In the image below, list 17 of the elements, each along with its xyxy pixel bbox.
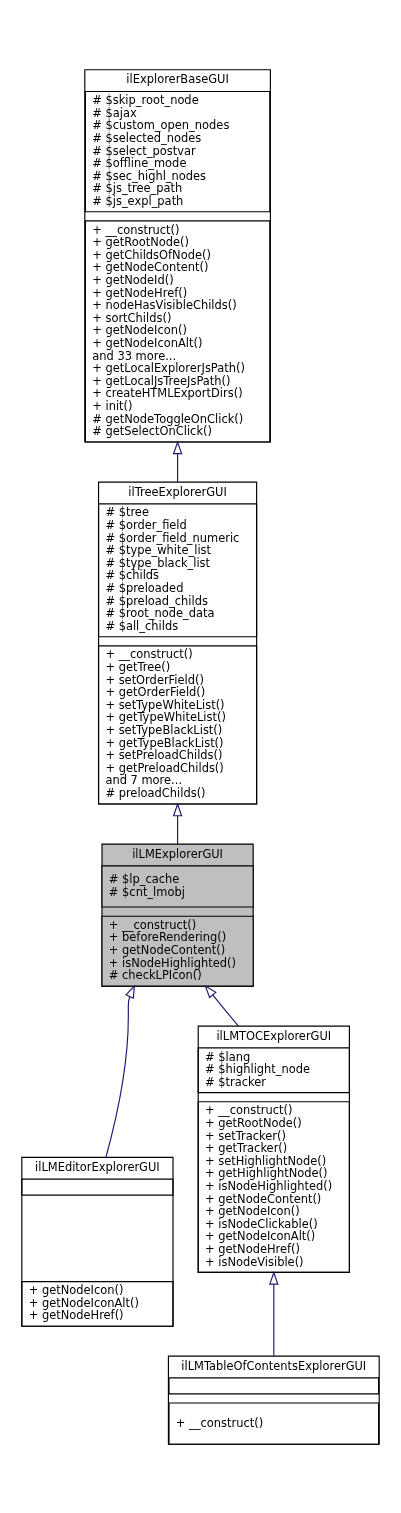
node-box: + getNodeIcon() + getNodeIconAlt() + getNodeHref() xyxy=(21,1280,174,1327)
arrow xyxy=(269,1270,279,1357)
arrow xyxy=(172,802,183,845)
arrow xyxy=(105,984,136,1158)
node-box: # $skip_root_node # $ajax # $custom_open_nodes # $selected_nodes # $select_postvar # $offline_mode # $sec_highl_nodes # $js_tree_path # $js_expl_path xyxy=(84,90,271,212)
node-box: + __construct() + getRootNode() + setTracker() + getTracker() + setHighlightNode() + getHighlightNode() + isNodeHighlighted() + getNodeContent() + getNodeIcon() + isNodeClickable() + getNodeIconAlt() + getNodeHref() + isNodeVisible() xyxy=(197,1100,350,1273)
node-box: # $lang # $highlight_node # $tracker xyxy=(197,1046,350,1093)
node-box: + __construct() xyxy=(168,1401,380,1445)
arrow xyxy=(172,440,183,483)
arrow xyxy=(204,984,239,1027)
node-box: + __construct() + getTree() + setOrderField() + getOrderField() + setTypeWhiteList() + getTypeWhiteList() + setTypeBlackList() + getTypeBlackList() + setPreloadChilds() + getPreloadChilds() and 7 more... # preloadChilds() xyxy=(98,644,258,805)
node-box: # $tree # $order_field # $order_field_numeric # $type_white_list # $type_black_list # $childs # $preloaded # $preload_childs # $root_node_data # $all_childs xyxy=(98,502,258,637)
node-box: # $lp_cache # $cnt_lmobj xyxy=(101,864,254,908)
node-box xyxy=(168,1376,380,1394)
node-box: + __construct() + getRootNode() + getChildsOfNode() + getNodeContent() + getNodeId() + getNodeHref() + nodeHasVisibleChilds() + sortChilds() + getNodeIcon() + getNodeIconAlt() and 33 more... + getLocalExplorerJsPath() + getLocalJsTreeJsPath() + createHTMLExportDirs() + init() # getNodeToggleOnClick() # getSelectOnClick() xyxy=(84,219,271,443)
node-box xyxy=(21,1178,174,1196)
node-box: + __construct() + beforeRendering() + getNodeContent() + isNodeHighlighted() # checkLPIcon() xyxy=(101,915,254,987)
